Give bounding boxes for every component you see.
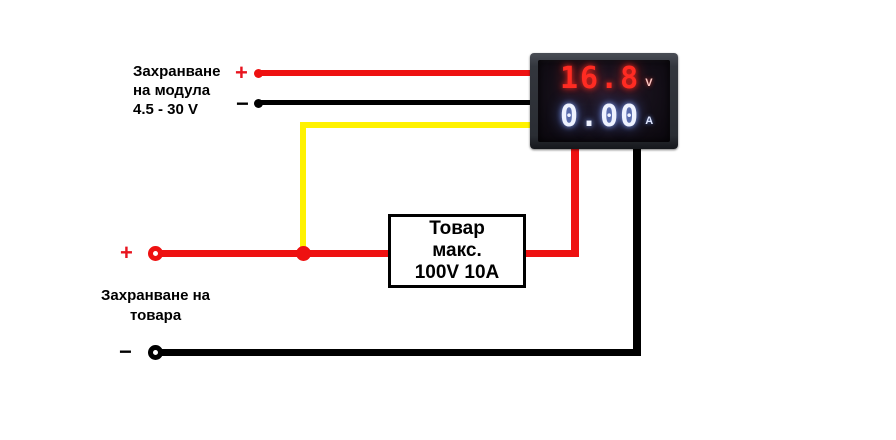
wire-yellow-voltage-sense-horizontal xyxy=(300,122,532,128)
module-supply-voltage-range: 4.5 - 30 V xyxy=(133,101,199,118)
wire-black-load-return-horizontal xyxy=(155,349,641,356)
load-supply-label-line2: товара xyxy=(130,307,182,324)
wire-black-module-supply-negative xyxy=(258,100,532,105)
module-supply-minus-sign: − xyxy=(236,91,249,116)
meter-display-screen: 16.8 V 0.00 A xyxy=(538,60,670,142)
current-readout: 0.00 A xyxy=(560,102,653,132)
wire-red-load-supply-positive xyxy=(155,250,391,257)
voltmeter-ammeter-module[interactable]: 16.8 V 0.00 A xyxy=(530,53,678,149)
wire-red-module-to-load-horizontal xyxy=(521,250,579,257)
load-box[interactable]: Товар макс. 100V 10A xyxy=(388,214,526,288)
current-unit-label: A xyxy=(645,115,654,127)
load-box-line1: Товар xyxy=(429,218,485,239)
load-supply-label-line1: Захранване на xyxy=(101,287,210,304)
load-box-line3: 100V 10A xyxy=(414,262,500,283)
load-supply-minus-sign: − xyxy=(119,339,132,364)
wire-junction-dot xyxy=(296,246,311,261)
current-value: 0.00 xyxy=(560,99,641,134)
load-box-line2: макс. xyxy=(432,240,482,261)
wire-red-module-supply-positive xyxy=(258,70,532,76)
load-supply-negative-terminal[interactable] xyxy=(148,345,163,360)
voltage-value: 16.8 xyxy=(560,61,641,96)
module-supply-label-line2: на модула xyxy=(133,82,211,99)
voltage-readout: 16.8 V xyxy=(560,64,653,94)
voltage-unit-label: V xyxy=(645,77,653,89)
wire-black-load-return-vertical xyxy=(633,146,641,352)
wire-yellow-voltage-sense-vertical xyxy=(300,122,306,256)
wire-red-module-to-load-vertical xyxy=(571,146,579,256)
load-supply-plus-sign: + xyxy=(120,240,133,265)
load-supply-positive-terminal[interactable] xyxy=(148,246,163,261)
module-supply-label-line1: Захранване xyxy=(133,63,221,80)
module-supply-plus-sign: + xyxy=(235,60,248,85)
